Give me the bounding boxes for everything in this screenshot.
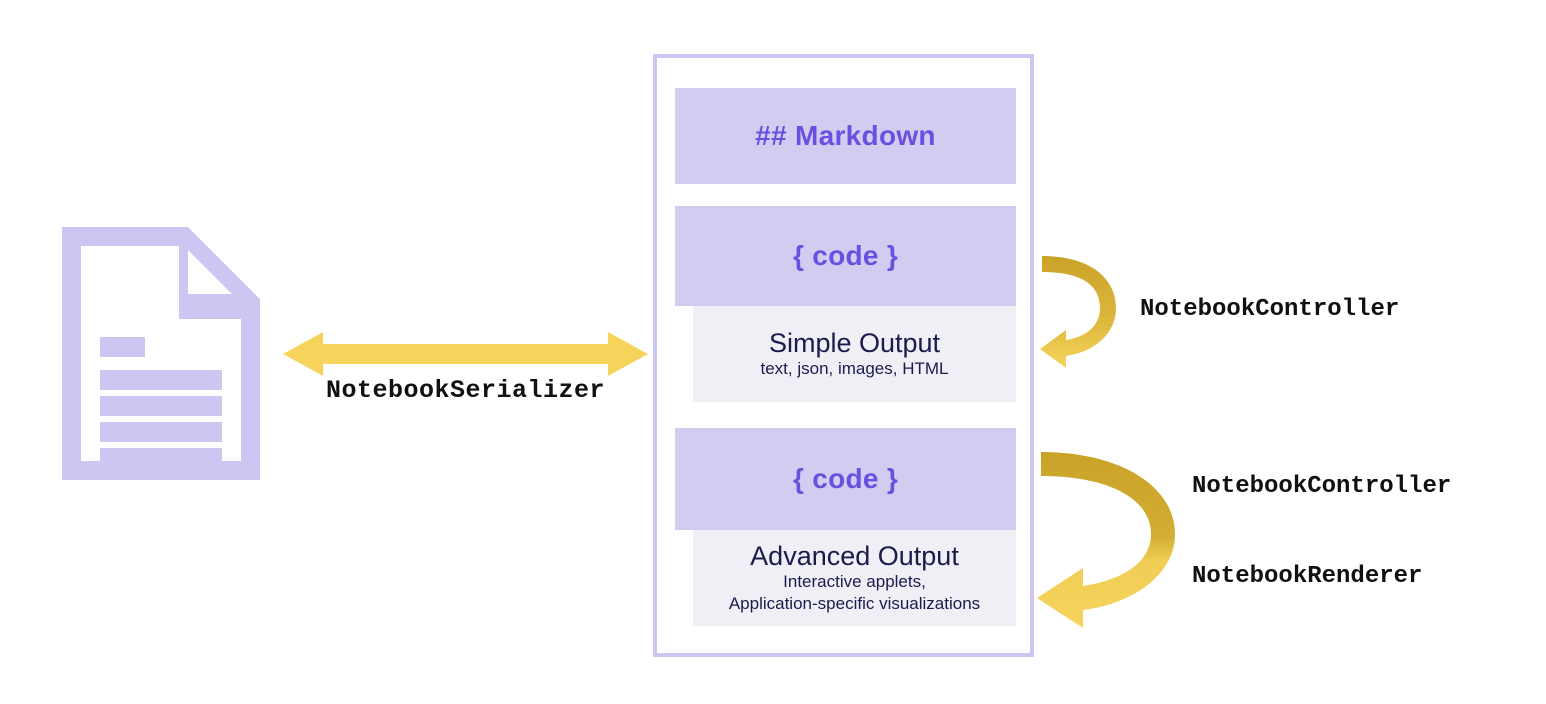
notebook-cell-code-2[interactable]: { code } (675, 428, 1016, 530)
markdown-cell-label: ## Markdown (755, 120, 936, 151)
serializer-label: NotebookSerializer (325, 376, 606, 405)
code-cell-label: { code } (792, 240, 899, 271)
advanced-output-subtitle-line-2: Application-specific visualizations (728, 594, 981, 614)
simple-output-subtitle-line-1: text, json, images, HTML (760, 359, 949, 379)
bidirectional-arrow-icon (283, 330, 648, 378)
notebook-cell-code-1[interactable]: { code } (675, 206, 1016, 306)
notebook-output-simple: Simple Output text, json, images, HTML (693, 306, 1016, 402)
serializer-annotation: NotebookSerializer (283, 330, 648, 420)
curved-arrow-icon (1040, 252, 1124, 368)
code-cell-label: { code } (792, 463, 899, 494)
simple-output-title: Simple Output (768, 328, 941, 358)
notebook-file-icon (62, 227, 260, 480)
advanced-output-subtitle-line-1: Interactive applets, (783, 572, 926, 592)
notebook-cell-markdown[interactable]: ## Markdown (675, 88, 1016, 184)
curved-arrow-icon (1035, 446, 1197, 628)
notebook-output-advanced: Advanced Output Interactive applets, App… (693, 530, 1016, 626)
controller-label-advanced: NotebookController (1192, 473, 1452, 500)
advanced-output-title: Advanced Output (750, 541, 959, 572)
renderer-label-advanced: NotebookRenderer (1192, 563, 1423, 590)
controller-label-simple: NotebookController (1140, 296, 1400, 323)
notebook-panel: ## Markdown { code } Simple Output text,… (653, 54, 1034, 657)
